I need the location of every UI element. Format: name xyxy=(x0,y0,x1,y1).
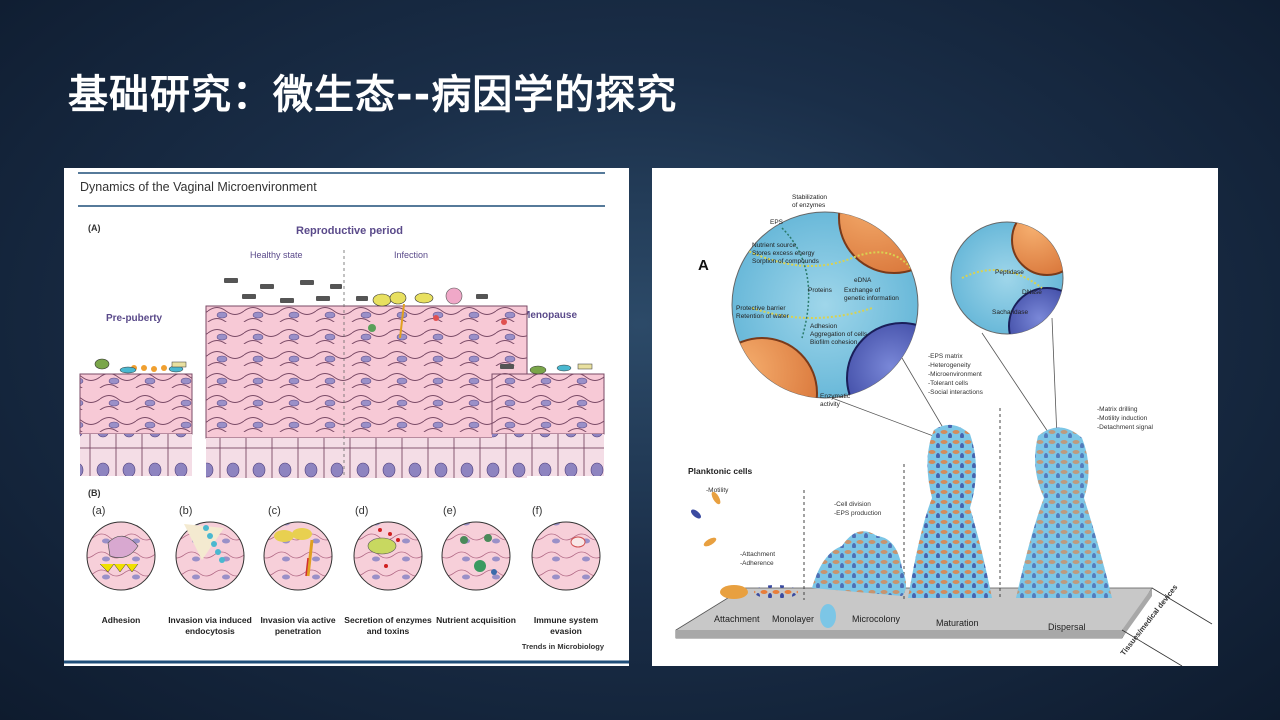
svg-text:Stores excess energy: Stores excess energy xyxy=(752,250,815,257)
enzyme-zoom-circle: Peptidase DNase Sacharidase xyxy=(950,221,1064,439)
reproductive-period-label: Reproductive period xyxy=(296,225,403,237)
svg-text:Exchange of: Exchange of xyxy=(844,287,880,294)
svg-text:of enzymes: of enzymes xyxy=(792,202,826,209)
svg-text:(e): (e) xyxy=(443,505,456,517)
svg-text:EPS: EPS xyxy=(770,219,784,226)
svg-text:(f): (f) xyxy=(532,505,542,517)
svg-text:-Adherence: -Adherence xyxy=(740,560,774,567)
svg-text:DNase: DNase xyxy=(1022,289,1042,296)
biofilm-structures xyxy=(691,424,1112,628)
svg-text:Stabilization: Stabilization xyxy=(792,194,827,201)
stage-dispersal: Dispersal xyxy=(1048,622,1086,632)
step-b: (b) Invasion via induced endocytosis xyxy=(168,505,252,636)
svg-text:-Attachment: -Attachment xyxy=(740,551,775,558)
vaginal-microenvironment-figure: Dynamics of the Vaginal Microenvironment… xyxy=(64,168,629,666)
planktonic-label: Planktonic cells xyxy=(688,466,753,476)
svg-text:Sorption of compounds: Sorption of compounds xyxy=(752,258,820,265)
dispersal-notes: -Matrix drilling -Motility induction -De… xyxy=(1097,406,1154,431)
svg-text:Retention of water: Retention of water xyxy=(736,313,790,320)
stage-labels: Attachment Monolayer Microcolony Maturat… xyxy=(714,614,1086,632)
svg-text:-Motility: -Motility xyxy=(706,487,729,494)
svg-text:Nutrient acquisition: Nutrient acquisition xyxy=(436,615,516,625)
svg-text:(d): (d) xyxy=(355,505,368,517)
step-c: (c) Invasion via active penetration xyxy=(260,505,335,636)
stage-monolayer: Monolayer xyxy=(772,614,814,624)
svg-text:-Matrix drilling: -Matrix drilling xyxy=(1097,406,1138,413)
svg-text:Invasion via induced: Invasion via induced xyxy=(168,615,252,625)
svg-text:endocytosis: endocytosis xyxy=(185,626,235,636)
svg-text:activity: activity xyxy=(820,401,841,408)
svg-text:evasion: evasion xyxy=(550,626,582,636)
stage-maturation: Maturation xyxy=(936,618,979,628)
svg-text:Enzymatic: Enzymatic xyxy=(820,393,851,400)
svg-text:-Microenvironment: -Microenvironment xyxy=(928,371,982,378)
infection-label: Infection xyxy=(394,250,428,260)
stage-attachment: Attachment xyxy=(714,614,760,624)
svg-text:Protective barrier: Protective barrier xyxy=(736,305,786,312)
svg-text:-Detachment signal: -Detachment signal xyxy=(1097,424,1154,431)
svg-text:and toxins: and toxins xyxy=(367,626,410,636)
svg-text:(a): (a) xyxy=(92,505,105,517)
steps: (a) Adhesion (b) Invasion via induced en… xyxy=(86,505,601,636)
svg-text:Peptidase: Peptidase xyxy=(995,269,1024,276)
reproductive-tissue xyxy=(205,250,528,478)
svg-text:-Social interactions: -Social interactions xyxy=(928,389,984,396)
panel-a-label: (A) xyxy=(88,223,101,233)
svg-text:Proteins: Proteins xyxy=(808,287,833,294)
svg-text:-Tolerant cells: -Tolerant cells xyxy=(928,380,969,387)
svg-text:Nutrient source: Nutrient source xyxy=(752,242,796,249)
svg-text:penetration: penetration xyxy=(275,626,321,636)
svg-text:-Heterogeneity: -Heterogeneity xyxy=(928,362,971,369)
step-f: (f) Immune system evasion xyxy=(531,505,601,636)
svg-text:Adhesion: Adhesion xyxy=(810,323,837,330)
panel-b-label: (B) xyxy=(88,488,101,498)
svg-text:-EPS matrix: -EPS matrix xyxy=(928,353,963,360)
svg-text:-EPS production: -EPS production xyxy=(834,510,882,517)
stage-microcolony: Microcolony xyxy=(852,614,901,624)
svg-text:Invasion via active: Invasion via active xyxy=(260,615,335,625)
svg-text:Immune system: Immune system xyxy=(534,615,599,625)
menopause-tissue xyxy=(491,363,605,476)
figure-footer: Trends in Microbiology xyxy=(522,642,605,651)
healthy-state-label: Healthy state xyxy=(250,250,303,260)
svg-text:Aggregation of cells: Aggregation of cells xyxy=(810,331,868,338)
figure-header: Dynamics of the Vaginal Microenvironment xyxy=(80,180,317,194)
svg-text:genetic information: genetic information xyxy=(844,295,899,302)
step-a: (a) Adhesion xyxy=(86,505,156,625)
step-d: (d) Secretion of enzymes and toxins xyxy=(344,505,432,636)
svg-text:Sacharidase: Sacharidase xyxy=(992,309,1029,316)
slide-title: 基础研究：微生态--病因学的探究 xyxy=(68,72,678,118)
svg-text:eDNA: eDNA xyxy=(854,277,872,284)
maturation-notes: -EPS matrix -Heterogeneity -Microenviron… xyxy=(928,353,984,396)
biofilm-figure: A Stabilization of enzymes EPS Nutrient … xyxy=(652,168,1218,666)
menopause-label: Menopause xyxy=(522,310,577,321)
svg-text:Biofilm cohesion: Biofilm cohesion xyxy=(810,339,858,346)
svg-text:-Cell division: -Cell division xyxy=(834,501,871,508)
vaginal-figure-svg: Dynamics of the Vaginal Microenvironment… xyxy=(64,172,629,664)
svg-text:Adhesion: Adhesion xyxy=(102,615,141,625)
svg-text:(c): (c) xyxy=(268,505,281,517)
svg-text:-Motility induction: -Motility induction xyxy=(1097,415,1148,422)
step-e: (e) Nutrient acquisition xyxy=(436,505,516,625)
pre-puberty-tissue xyxy=(79,358,193,476)
svg-text:Secretion of enzymes: Secretion of enzymes xyxy=(344,615,432,625)
pre-puberty-label: Pre-puberty xyxy=(106,313,163,324)
panel-label: A xyxy=(698,257,709,274)
eps-zoom-circle: Stabilization of enzymes EPS Nutrient so… xyxy=(731,194,953,444)
svg-text:(b): (b) xyxy=(179,505,192,517)
biofilm-figure-svg: A Stabilization of enzymes EPS Nutrient … xyxy=(675,194,1213,666)
